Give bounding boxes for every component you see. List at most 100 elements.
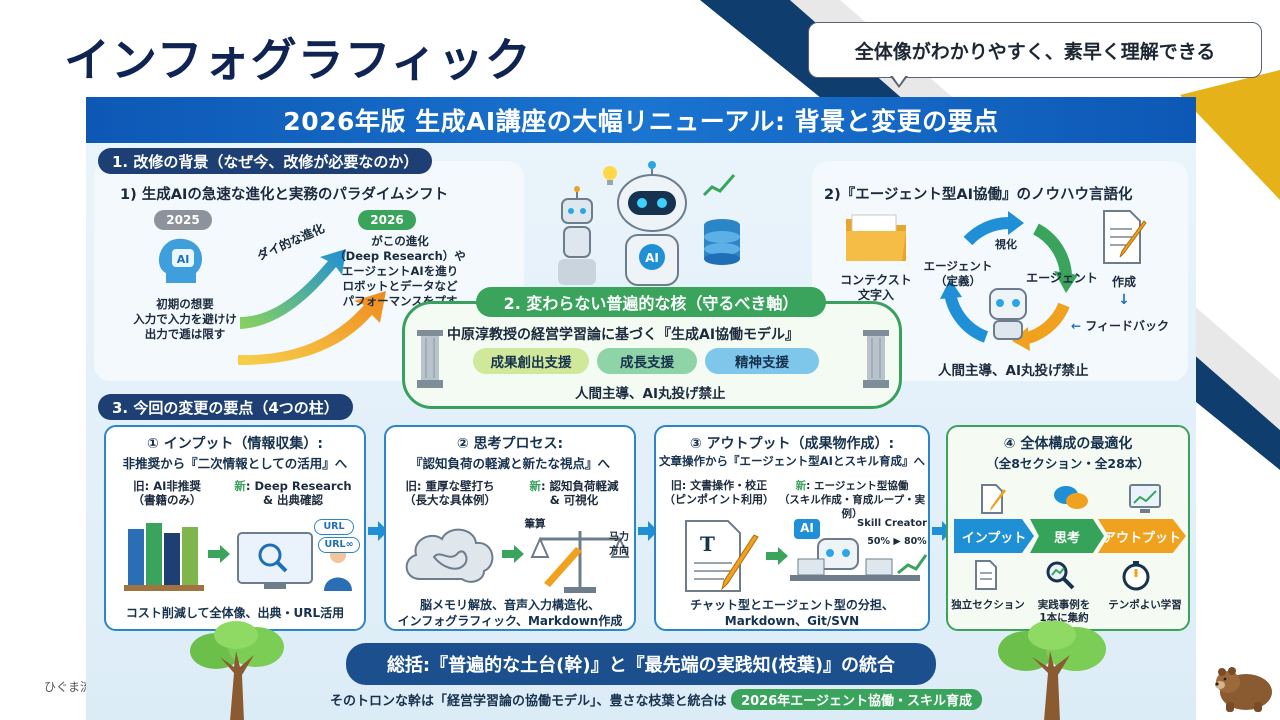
core-model-title: 中原淳教授の経営学習論に基づく『生成AI協働モデル』 <box>447 327 800 343</box>
context-label: コンテクスト 文字入 <box>840 273 912 302</box>
agent-workstation-icon <box>790 519 928 581</box>
section1-sub1-title: 1) 生成AIの急速な進化と実務のパラダイムシフト <box>120 187 449 203</box>
bear-mascot-icon <box>1215 667 1272 712</box>
cloud-brain-icon <box>405 528 494 583</box>
pillar-structure-subtitle: （全8セクション・全28本） <box>986 456 1150 471</box>
cycle-left-label: エージェント （定義） <box>923 259 993 288</box>
agent-ai-badge: AI <box>800 521 814 535</box>
pillar-output-new: 新: エージェント型協働 （スキル作成・育成ループ・実例） <box>774 479 930 521</box>
callout-tail <box>890 74 908 88</box>
pillar-input-subtitle: 非推奨から『二次情報としての活用』へ <box>122 456 348 471</box>
pillar-output-new-prefix: 新 <box>795 480 807 492</box>
skill-progress-label: 50% ▶ 80% <box>867 536 927 547</box>
pillar-structure: ④ 全体構成の最適化 （全8セクション・全28本） インプット 思考 アウトプッ… <box>946 425 1190 631</box>
tree-right-icon <box>998 621 1106 720</box>
pillar-structure-title: ④ 全体構成の最適化 <box>1003 436 1133 452</box>
url-tag-2: URL∞ <box>318 537 360 553</box>
skill-creator-label: Skill Creator <box>857 518 927 529</box>
core-pill-mental: 精神支援 <box>705 348 819 374</box>
url-tag-1: URL <box>314 519 354 535</box>
arrow-right-icon-3 <box>766 547 788 565</box>
slide-title: インフォグラフィック <box>64 33 532 87</box>
connector-arrow-2-icon <box>638 521 658 541</box>
tree-left-icon <box>190 621 284 720</box>
pillar-output-new-text: : エージェント型協働 （スキル作成・育成ループ・実例） <box>778 480 926 520</box>
document-pencil-icon <box>1103 210 1147 264</box>
monitor-search-icon <box>237 532 352 591</box>
infographic-panel: 2026年版 生成AI講座の大幅リニューアル: 背景と変更の要点 1. 改修の背… <box>86 97 1196 720</box>
feedback-arrow-icon: ← <box>1071 319 1086 333</box>
pillar-input: ① インプット（情報収集）: 非推奨から『二次情報としての活用』へ 旧: AI非… <box>104 425 366 631</box>
cycle-top-label: 視化 <box>995 238 1017 251</box>
big-robot-badge: AI <box>645 251 659 265</box>
pillar-thinking-footer: 脳メモリ解放、音声入力構造化、 インフォグラフィック、Markdown作成 <box>397 598 623 628</box>
section1-right-text: がこの進化 （Deep Research）や エージェントAIを進り ロボットと… <box>334 234 466 308</box>
banner-title-text: 2026年版 生成AI講座の大幅リニューアル: 背景と変更の要点 <box>283 107 999 136</box>
section1-label-text: 1. 改修の背景（なぜ今、改修が必要なのか） <box>112 152 419 171</box>
pillar-output-footer: チャット型とエージェント型の分担、 Markdown、Git/SVN <box>690 598 894 628</box>
ai-head-badge: AI <box>177 253 190 266</box>
doc-icon-small <box>981 484 1006 514</box>
summary-line: そのトロンな幹は「経営学習論の協働モデル」、豊さな枝葉と統合は 2026年エージ… <box>306 689 1006 710</box>
section3-label: 3. 今回の変更の要点（4つの柱） <box>98 394 353 420</box>
summary-title: 総括:『普遍的な土台(幹)』と『最先端の実践知(枝葉)』の統合 <box>346 643 936 685</box>
flow-input: インプット <box>954 519 1034 553</box>
footer-label: ひぐま流 <box>44 680 93 694</box>
stopwatch-icon <box>1122 561 1150 591</box>
pillar-input-new: 新: Deep Research & 出典確認 <box>218 479 368 507</box>
year-2026-pill: 2026 <box>358 210 416 230</box>
arrow-right-icon-2 <box>502 545 524 563</box>
section1-label: 1. 改修の背景（なぜ今、改修が必要なのか） <box>98 148 433 174</box>
core-pill-growth: 成長支援 <box>597 348 697 374</box>
pillar-output-subtitle: 文章操作から『エージェント型AIとスキル育成』へ <box>659 454 925 468</box>
chat-bubbles-icon <box>1054 486 1088 509</box>
monitor-chart-icon <box>1129 484 1161 513</box>
pillar-thinking-new-text: : 認知負荷軽減 & 可視化 <box>540 479 619 507</box>
pillar-output: ③ アウトプット（成果物作成）: 文章操作から『エージェント型AIとスキル育成』… <box>654 425 930 631</box>
feedback-label-text: フィードバック <box>1085 319 1169 333</box>
doc-create-label: 作成 <box>1111 275 1136 289</box>
section3-label-text: 3. 今回の変更の要点（4つの柱） <box>112 398 339 417</box>
pillar-thinking-title: ② 思考プロセス: <box>456 436 564 452</box>
doc-stack-icon <box>975 560 997 590</box>
scale-right-label: 马力 方向 <box>609 532 629 557</box>
section1-sub2-footer: 人間主導、AI丸投げ禁止 <box>938 363 1089 379</box>
banner-title: 2026年版 生成AI講座の大幅リニューアル: 背景と変更の要点 <box>86 97 1196 143</box>
pillar-left-icon <box>417 330 443 388</box>
pillar-input-new-prefix: 新 <box>234 479 246 493</box>
cycle-right-label: エージェント <box>1026 271 1098 285</box>
folder-icon <box>846 214 906 261</box>
callout-box: 全体像がわかりやすく、素早く理解できる <box>808 22 1262 78</box>
section1-sub2-title: 2)『エージェント型AI協働』のノウハウ言語化 <box>824 187 1133 203</box>
structure-label-tempo: テンポよい学習 <box>1108 599 1182 611</box>
growth-arrows-icon <box>238 249 386 365</box>
core-pill-result: 成果創出支援 <box>473 348 589 374</box>
ai-head-icon: AI <box>158 238 202 283</box>
agent-cycle-diagram <box>940 211 1078 351</box>
summary-title-text: 総括:『普遍的な土台(幹)』と『最先端の実践知(枝葉)』の統合 <box>386 655 896 676</box>
balance-scale-icon <box>530 531 630 593</box>
pillar-thinking: ② 思考プロセス: 『認知負荷の軽減と新たな視点』へ 旧: 重厚な壁打ち （長大… <box>384 425 636 631</box>
scale-left-label: 筆算 <box>524 518 546 530</box>
pillar-output-title: ③ アウトプット（成果物作成）: <box>689 436 895 452</box>
books-icon <box>124 523 204 591</box>
pillar-output-old: 旧: 文書操作・校正 （ピンポイント利用） <box>664 479 774 506</box>
pillar-input-title: ① インプット（情報収集）: <box>147 436 323 452</box>
down-arrow-icon: ↓ <box>1118 292 1130 308</box>
section2-label: 2. 変わらない普遍的な核（守るべき軸） <box>476 287 826 317</box>
pillar-thinking-new-prefix: 新 <box>529 479 541 493</box>
callout-text: 全体像がわかりやすく、素早く理解できる <box>854 40 1216 63</box>
central-robots-illustration: AI <box>558 161 740 286</box>
core-footer: 人間主導、AI丸投げ禁止 <box>575 386 726 402</box>
summary-line-text: そのトロンな幹は「経営学習論の協働モデル」、豊さな枝葉と統合は <box>330 694 727 709</box>
pillar-right-icon <box>863 330 889 388</box>
flow-output: アウトプット <box>1098 519 1186 553</box>
core-box: 中原淳教授の経営学習論に基づく『生成AI協働モデル』 成果創出支援 成長支援 精… <box>402 301 902 409</box>
text-document-icon: T <box>685 520 759 592</box>
year-2025-pill: 2025 <box>154 210 212 230</box>
pillar-input-footer: コスト削減して全体像、出典・URL活用 <box>125 606 345 620</box>
magnifier-icon <box>1046 561 1075 590</box>
pillar-thinking-new: 新: 認知負荷軽減 & 可視化 <box>514 479 634 507</box>
pillar-thinking-subtitle: 『認知負荷の軽減と新たな視点』へ <box>409 456 610 471</box>
feedback-label: ← フィードバック <box>1060 319 1180 334</box>
